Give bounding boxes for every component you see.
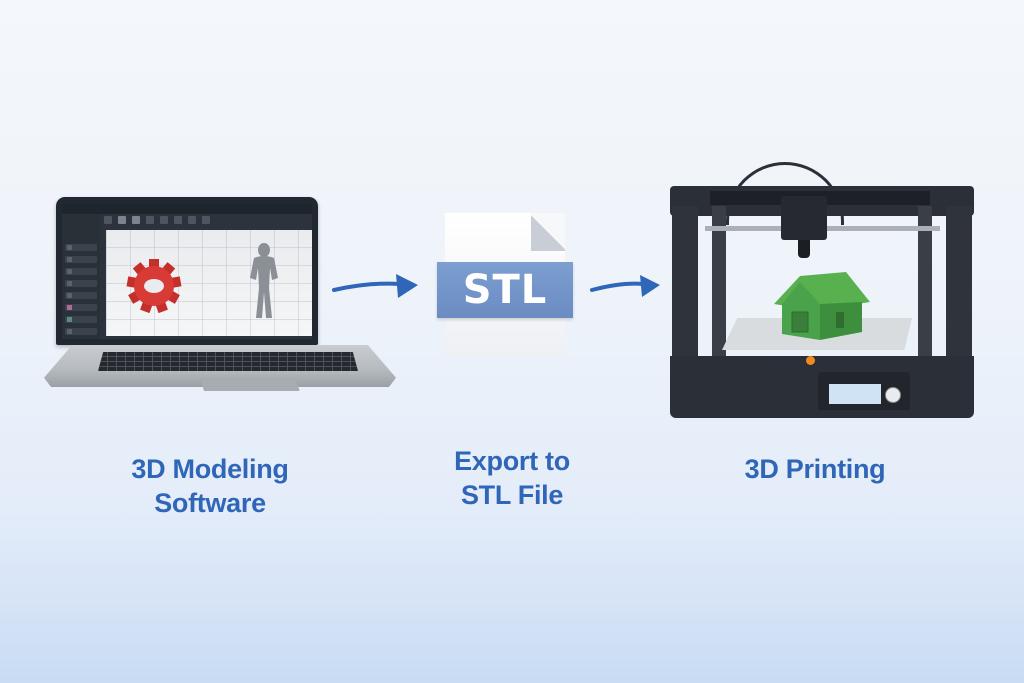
arrow-right-icon bbox=[332, 274, 418, 298]
tool-icon bbox=[104, 216, 112, 224]
tool-icon bbox=[118, 216, 126, 224]
tool-icon bbox=[188, 216, 196, 224]
label-line: 3D Modeling bbox=[131, 454, 289, 484]
stl-badge: STL bbox=[437, 262, 573, 318]
app-titlebar bbox=[62, 204, 312, 214]
sidebar-item bbox=[65, 268, 97, 275]
laptop-screen bbox=[62, 204, 312, 339]
step-label-export: Export to STL File bbox=[412, 444, 612, 512]
tool-icon bbox=[132, 216, 140, 224]
3d-viewport bbox=[106, 230, 312, 336]
sidebar-item bbox=[65, 280, 97, 287]
step-label-printing: 3D Printing bbox=[744, 454, 886, 484]
step-label-modeling: 3D Modeling Software bbox=[90, 452, 330, 520]
tool-icon bbox=[160, 216, 168, 224]
laptop-trackpad bbox=[200, 377, 300, 391]
sidebar-item bbox=[65, 328, 97, 335]
print-nozzle bbox=[798, 240, 810, 258]
sidebar-item bbox=[65, 292, 97, 299]
stl-badge-text: STL bbox=[462, 267, 548, 313]
label-line: Export to bbox=[454, 446, 570, 476]
sidebar-item bbox=[65, 316, 97, 323]
print-head bbox=[781, 196, 827, 240]
sidebar-item bbox=[65, 256, 97, 263]
label-line: Software bbox=[154, 488, 266, 518]
control-knob[interactable] bbox=[885, 387, 901, 403]
humanoid-figure-icon bbox=[250, 243, 278, 318]
label-line: STL File bbox=[460, 480, 564, 510]
tool-icon bbox=[146, 216, 154, 224]
status-led bbox=[806, 356, 815, 365]
laptop-keyboard bbox=[98, 352, 358, 371]
gear-icon bbox=[126, 259, 182, 314]
viewport-scene bbox=[126, 243, 278, 318]
house-model-icon bbox=[774, 272, 870, 340]
lcd-display bbox=[829, 384, 881, 404]
tool-icon bbox=[202, 216, 210, 224]
app-sidebar bbox=[62, 214, 100, 339]
file-fold bbox=[531, 213, 565, 251]
arrow-right-icon bbox=[590, 275, 660, 297]
sidebar-item bbox=[65, 304, 97, 311]
sidebar-item bbox=[65, 244, 97, 251]
tool-icon bbox=[174, 216, 182, 224]
